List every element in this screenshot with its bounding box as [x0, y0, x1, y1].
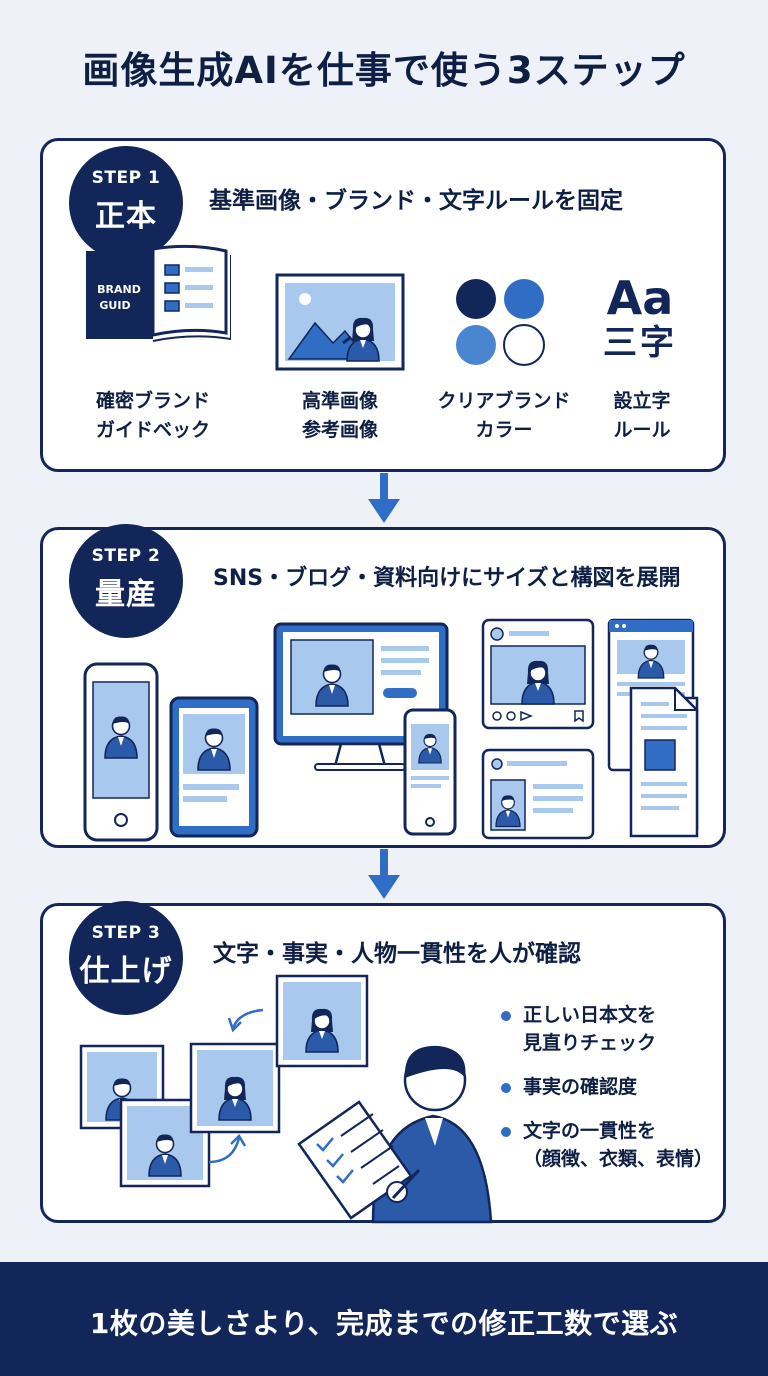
- reference-image-label-line1: 高準画像: [301, 390, 378, 412]
- brand-colors-label-line1: クリアブランド: [437, 390, 571, 412]
- check-item: 正しい日本文を 見直りチェック: [501, 1001, 713, 1057]
- document-icon: [629, 686, 699, 838]
- bullet-dot-icon: [501, 1011, 511, 1021]
- typography-label-line2: ルール: [613, 419, 671, 441]
- typography-glyph-latin: Aa: [606, 271, 674, 325]
- footer-text: 1枚の美しさより、完成までの修正工数で選ぶ: [89, 1307, 679, 1340]
- brand-guide-cover-line1: BRAND: [97, 283, 141, 296]
- brand-colors-label: クリアブランド カラー: [419, 387, 589, 445]
- bullet-dot-icon: [501, 1127, 511, 1137]
- reference-image-icon: [275, 273, 405, 371]
- typography-label: 設立字 ルール: [587, 387, 697, 445]
- check-item-line1: 文字の一貫性を: [523, 1120, 657, 1142]
- check-item-line2: 見直りチェック: [523, 1032, 657, 1054]
- step3-label: STEP 3: [91, 923, 161, 943]
- brand-colors-icon: [456, 279, 545, 366]
- arrow-down-icon: [368, 473, 400, 523]
- step3-badge: STEP 3 仕上げ: [69, 901, 183, 1015]
- step3-name: 仕上げ: [79, 954, 173, 989]
- check-item-line1: 正しい日本文を: [523, 1004, 657, 1026]
- small-smartphone-icon: [403, 708, 457, 836]
- brand-guide-label-line2: ガイドベック: [95, 419, 210, 441]
- portrait-frame: [189, 1042, 281, 1134]
- brand-guide-book-icon: BRAND GUID: [86, 244, 231, 342]
- step1-name: 正本: [95, 199, 157, 234]
- tablet-icon: [169, 696, 259, 838]
- typography-label-line1: 設立字: [613, 390, 671, 412]
- blog-card-icon: [481, 748, 595, 840]
- check-item: 事実の確認度: [501, 1073, 713, 1101]
- step1-heading: 基準画像・ブランド・文字ルールを固定: [209, 188, 623, 214]
- step1-card: STEP 1 正本 基準画像・ブランド・文字ルールを固定 BRAND GUID …: [40, 138, 726, 472]
- desktop-monitor-icon: [273, 622, 449, 771]
- step2-label: STEP 2: [91, 546, 161, 566]
- step2-card: STEP 2 量産 SNS・ブログ・資料向けにサイズと構図を展開: [40, 524, 726, 848]
- step2-badge: STEP 2 量産: [69, 524, 183, 638]
- step1-label: STEP 1: [91, 168, 161, 188]
- check-item: 文字の一貫性を （顔徴、衣類、表情）: [501, 1117, 713, 1173]
- bullet-dot-icon: [501, 1083, 511, 1093]
- brand-guide-label: 確密ブランド ガイドベック: [73, 387, 233, 445]
- brand-guide-cover-line2: GUID: [99, 299, 130, 312]
- check-list: 正しい日本文を 見直りチェック 事実の確認度 文字の一貫性を （顔徴、衣類、表情…: [501, 1001, 713, 1189]
- review-illustration: [79, 974, 493, 1224]
- multi-device-illustration: [83, 618, 699, 842]
- typography-icon: Aa 三字: [595, 273, 685, 363]
- portrait-frame: [275, 974, 369, 1068]
- step3-heading: 文字・事実・人物一貫性を人が確認: [213, 941, 581, 967]
- reviewer-person: [297, 1045, 493, 1224]
- footer-banner: 1枚の美しさより、完成までの修正工数で選ぶ: [0, 1262, 768, 1376]
- smartphone-icon: [83, 662, 159, 842]
- reference-image-label: 高準画像 参考画像: [265, 387, 415, 445]
- step2-heading: SNS・ブログ・資料向けにサイズと構図を展開: [213, 566, 681, 591]
- brand-colors-label-line2: カラー: [475, 419, 533, 441]
- arrow-down-icon: [368, 849, 400, 899]
- typography-glyph-kanji: 三字: [603, 323, 677, 363]
- brand-guide-label-line1: 確密ブランド: [95, 390, 210, 412]
- reference-image-label-line2: 参考画像: [301, 419, 378, 441]
- step1-badge: STEP 1 正本: [69, 146, 183, 260]
- page-title: 画像生成AIを仕事で使う3ステップ: [82, 49, 686, 92]
- step2-name: 量産: [95, 577, 157, 612]
- step3-card: STEP 3 仕上げ 文字・事実・人物一貫性を人が確認: [40, 901, 726, 1224]
- check-item-line2: （顔徴、衣類、表情）: [523, 1148, 714, 1170]
- check-item-line1: 事実の確認度: [523, 1076, 638, 1098]
- social-post-icon: [481, 618, 595, 730]
